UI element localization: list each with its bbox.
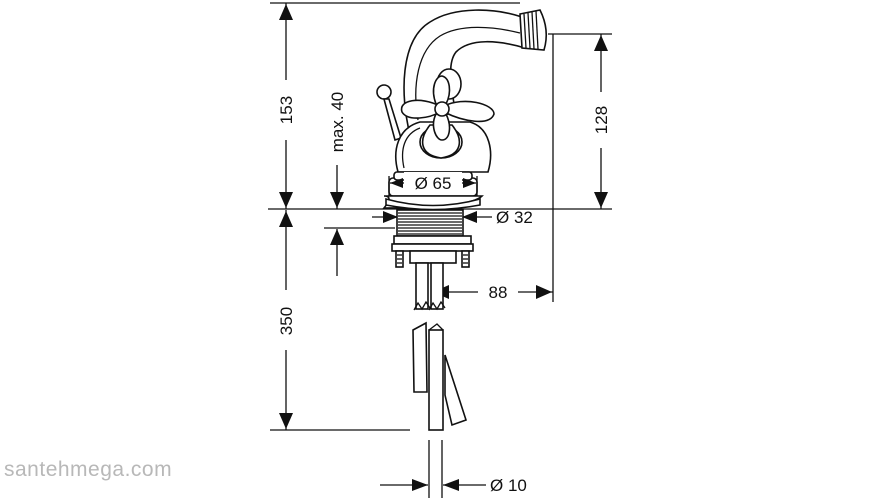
dimension-diameter-10: Ø 10 bbox=[380, 476, 527, 495]
threaded-shank bbox=[396, 209, 464, 237]
dimension-350: 350 bbox=[277, 210, 296, 430]
dim-label-diameter-10: Ø 10 bbox=[490, 476, 527, 495]
dim-label-350: 350 bbox=[277, 307, 296, 335]
dimension-diameter-65: Ø 65 bbox=[388, 172, 478, 196]
mounting-plate bbox=[391, 235, 474, 268]
dim-label-153: 153 bbox=[277, 96, 296, 124]
lower-rod bbox=[412, 321, 467, 431]
dimension-128: 128 bbox=[592, 34, 611, 209]
extension-lines bbox=[268, 2, 612, 498]
dim-label-diameter-65: Ø 65 bbox=[415, 174, 452, 193]
aerator bbox=[519, 9, 548, 51]
supply-rods bbox=[413, 262, 446, 311]
cross-handle bbox=[400, 75, 495, 159]
dimension-max-40: max. 40 bbox=[328, 92, 347, 276]
faucet-body bbox=[376, 9, 548, 431]
dimension-diameter-32: Ø 32 bbox=[372, 208, 533, 227]
popup-lever bbox=[376, 84, 402, 142]
dim-label-diameter-32: Ø 32 bbox=[496, 208, 533, 227]
watermark: santehmega.com bbox=[4, 458, 173, 481]
dim-label-128: 128 bbox=[592, 106, 611, 134]
dim-label-max-40: max. 40 bbox=[328, 92, 347, 152]
dim-label-88: 88 bbox=[489, 283, 508, 302]
dimension-88: 88 bbox=[432, 283, 553, 302]
dimension-153: 153 bbox=[277, 3, 296, 209]
